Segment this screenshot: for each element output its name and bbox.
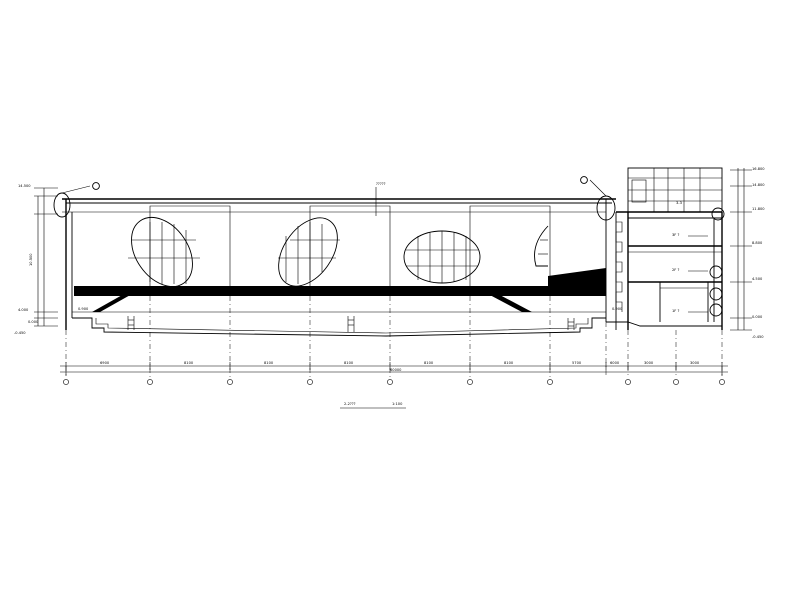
pool-ladder-2 — [347, 316, 355, 332]
main-hall: 0.900 0.900 ????? — [62, 182, 623, 337]
left-dimension-stack: 14.500 10.500 4.000 -0.450 0.000 — [14, 184, 58, 335]
oval-window-1 — [128, 217, 200, 287]
right-elev-3: 11.800 — [752, 207, 765, 211]
annex-tag: 3-3 — [676, 201, 682, 205]
span-6: 8100 — [504, 361, 514, 365]
right-elev-top: 16.800 — [752, 167, 765, 171]
span-2: 8100 — [184, 361, 194, 365]
roof-label: ????? — [376, 182, 386, 186]
right-elev-bottom: -0.450 — [752, 335, 764, 339]
span-4: 8100 — [344, 361, 354, 365]
span-8: 6000 — [610, 361, 620, 365]
drawing-title: 2-2??? 1:100 — [340, 402, 406, 409]
detail-callouts — [53, 176, 725, 317]
total-span: 60000 — [390, 368, 402, 372]
stage-elev-left: 0.900 — [78, 307, 89, 311]
horizontal-dimensions: 6900 8100 8100 8100 8100 8100 5700 6000 … — [60, 361, 728, 376]
right-elev-5: 4.500 — [752, 277, 763, 281]
span-1: 6900 — [100, 361, 110, 365]
pool-ladder-3 — [567, 318, 575, 330]
room-label-2f: 2F ? — [672, 268, 679, 272]
right-annex: 3-3 3F ? 2F ? 1F ? — [606, 167, 723, 330]
left-height-dim: 10.500 — [29, 253, 33, 266]
section-scale: 1:100 — [392, 402, 403, 406]
span-10: 3000 — [690, 361, 700, 365]
axis-bubbles — [63, 379, 725, 385]
span-9: 3000 — [644, 361, 654, 365]
oval-window-3 — [403, 230, 481, 284]
left-elev-top: 14.500 — [18, 184, 31, 188]
right-dimension-stack: 16.800 14.800 11.800 8.800 4.500 0.000 -… — [730, 167, 765, 339]
floor-slab — [74, 268, 606, 312]
span-5: 8100 — [424, 361, 434, 365]
left-elev-bottom: -0.450 — [14, 331, 26, 335]
left-elev-mid: 4.000 — [18, 308, 29, 312]
right-elev-2: 14.800 — [752, 183, 765, 187]
oval-window-2 — [278, 217, 340, 287]
span-7: 5700 — [572, 361, 582, 365]
right-elev-6: 0.000 — [752, 315, 763, 319]
oval-window-4 — [534, 225, 549, 267]
pool-ladder-1 — [127, 316, 135, 330]
right-elev-4: 8.800 — [752, 241, 763, 245]
section-title: 2-2??? — [344, 402, 356, 406]
room-label-1f: 1F ? — [672, 309, 679, 313]
pool-basin — [72, 311, 606, 337]
span-3: 8100 — [264, 361, 274, 365]
stage-elev-right: 0.900 — [612, 307, 623, 311]
left-ground-label: 0.000 — [28, 320, 39, 324]
room-label-3f: 3F ? — [672, 233, 679, 237]
